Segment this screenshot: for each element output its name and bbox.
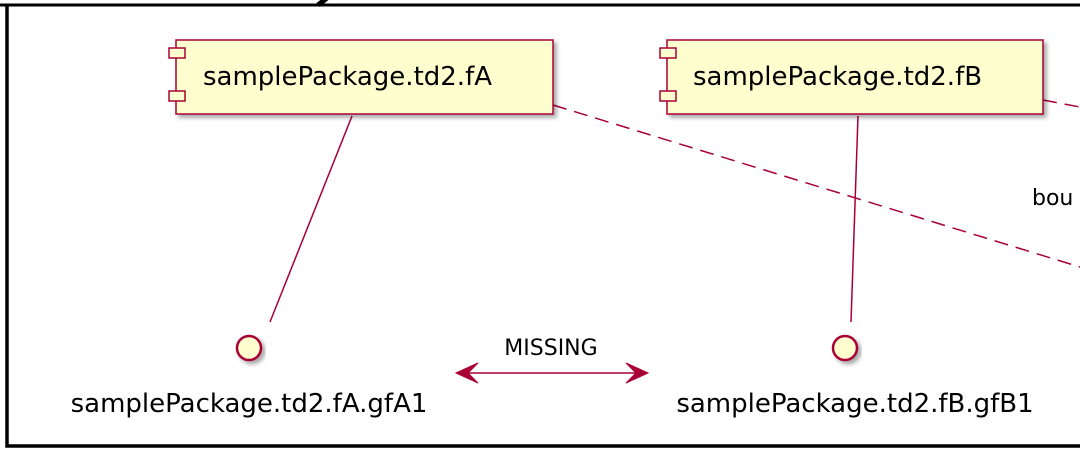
- arrow-left-icon: [454, 362, 479, 384]
- component-label: samplePackage.td2.fB: [693, 62, 982, 92]
- interface-circle-icon: [831, 334, 859, 362]
- component-fA[interactable]: samplePackage.td2.fA: [168, 39, 554, 115]
- interface-gfB1[interactable]: samplePackage.td2.fB.gfB1: [676, 334, 1034, 419]
- bound-link-fB: [1042, 99, 1080, 108]
- component-port-icon: [168, 90, 186, 102]
- interface-circle-icon: [235, 334, 263, 362]
- interface-label: samplePackage.td2.fB.gfB1: [676, 389, 1033, 419]
- component-label: samplePackage.td2.fA: [203, 62, 492, 92]
- link-fA-gfA1: [269, 115, 353, 323]
- component-port-icon: [168, 47, 186, 59]
- component-port-icon: [659, 47, 677, 59]
- link-fB-gfB1: [850, 115, 859, 323]
- missing-relation: MISSING: [454, 336, 650, 384]
- component-port-icon: [659, 90, 677, 102]
- interface-gfA1[interactable]: samplePackage.td2.fA.gfA1: [71, 334, 428, 419]
- bound-link-fA: [552, 104, 1080, 268]
- package-tab-edge: [316, 0, 329, 7]
- interface-label: samplePackage.td2.fA.gfA1: [71, 389, 428, 419]
- relation-label-missing: MISSING: [504, 336, 597, 361]
- arrow-right-icon: [625, 362, 650, 384]
- component-fB[interactable]: samplePackage.td2.fB: [659, 39, 1044, 115]
- relation-label-bound: bou: [1032, 186, 1073, 211]
